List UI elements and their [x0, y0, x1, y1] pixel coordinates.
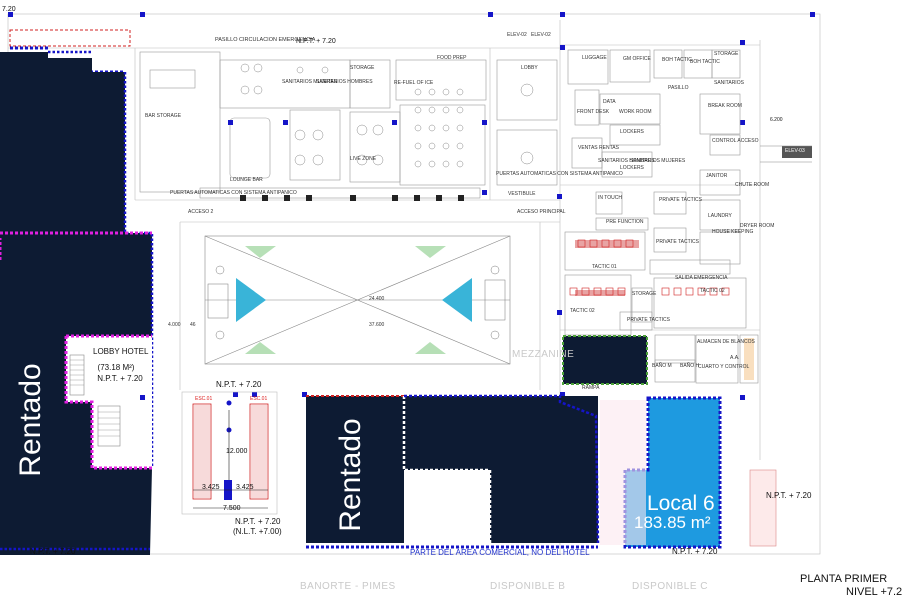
house-keeping: HOUSE KEEPING	[712, 229, 754, 235]
janitor: JANITOR	[706, 173, 728, 179]
dim-46: 46	[190, 322, 196, 328]
dryer-room: DRYER ROOM	[740, 223, 775, 229]
elev-03: ELEV-03	[785, 148, 805, 154]
cuarto: CUARTO Y CONTROL	[698, 364, 750, 370]
dim-12000: 12.000	[226, 448, 248, 455]
storage-r: STORAGE	[714, 51, 739, 57]
planta-subtitle: NIVEL +7.2	[846, 586, 903, 598]
puertas-left: PUERTAS AUTOMATICAS CON SISTEMA ANTIPANI…	[170, 190, 297, 196]
npt-right: N.P.T. + 7.20	[766, 491, 812, 500]
lockers-2: LOCKERS	[620, 165, 644, 171]
pre-function: PRE FUNCTION	[606, 219, 644, 225]
planta-title: PLANTA PRIMER	[800, 573, 888, 585]
bano-m: BAÑO M	[652, 363, 672, 369]
lockers: LOCKERS	[620, 129, 644, 135]
elev-02b: ELEV-02	[531, 32, 551, 38]
acceso-2: ACCESO 2	[188, 209, 214, 215]
rampa: RAMPA	[582, 385, 600, 391]
nlt: (N.L.T. +7.00)	[233, 527, 282, 536]
dim-3425b: 3.425	[236, 484, 254, 491]
data-room: DATA	[603, 99, 616, 105]
mezzanine-label: MEZZANINE	[512, 349, 575, 360]
npt-stairs: N.P.T. + 7.20	[216, 380, 262, 389]
esc-01a: ESC.01	[195, 396, 213, 402]
sanitarios-r: SANITARIOS	[714, 80, 744, 86]
re-fuel-label: RE-FUEL OF ICE	[394, 80, 434, 86]
lobby-hotel-npt: N.P.T. + 7.20	[97, 374, 143, 383]
san-mujeres-r: SANITARIOS MUJERES	[630, 158, 686, 164]
live-zone: LIVE ZONE	[350, 156, 377, 162]
front-desk: FRONT DESK	[577, 109, 610, 115]
acceso-principal: ACCESO PRINCIPAL	[517, 209, 566, 215]
npt-top-left: 7.20	[2, 6, 16, 13]
in-touch: IN TOUCH	[598, 195, 622, 201]
aa-label: A.A.	[730, 355, 740, 361]
puertas-right: PUERTAS AUTOMATICAS CON SISTEMA ANTIPANI…	[496, 171, 623, 177]
rentado-left-label: Rentado	[14, 363, 47, 477]
npt-local: N.P.T. + 7.20	[672, 547, 718, 556]
dim-3425a: 3.425	[202, 484, 220, 491]
dim-24: 24.400	[369, 296, 385, 302]
elev-02a: ELEV-02	[507, 32, 527, 38]
rentado-center-label: Rentado	[334, 418, 367, 532]
lounge-label: LOUNGE BAR	[230, 177, 263, 183]
luggage: LUGGAGE	[582, 55, 607, 61]
ventas-rentas: VENTAS RENTAS	[578, 145, 619, 151]
food-prep: FOOD PREP	[437, 55, 467, 61]
lobby-label: LOBBY	[521, 65, 538, 71]
break-room: BREAK ROOM	[708, 103, 742, 109]
esc-01b: ESC.01	[250, 396, 268, 402]
gm-office: GM OFFICE	[623, 56, 651, 62]
storage-m: STORAGE	[632, 291, 657, 297]
sanitarios-hombres: SANITARIOS HOMBRES	[316, 79, 373, 85]
vestibule: VESTIBULE	[508, 191, 536, 197]
tactic-3: TACTIC 02	[570, 308, 595, 314]
npt-bottom-stairs: N.P.T. + 7.20	[235, 517, 281, 526]
sanitarios-mujeres: SANITARIOS MUJERES	[282, 79, 338, 85]
dim-7500: 7.500	[223, 505, 241, 512]
below-banorte: BANORTE - PIMES	[300, 581, 396, 592]
pasillo-r: PASILLO	[668, 85, 689, 91]
bano-h: BAÑO H	[680, 363, 700, 369]
private-tactics-2: PRIVATE TACTICS	[656, 239, 699, 245]
almacen: ALMACEN DE BLANCOS	[697, 339, 755, 345]
parte-label: PARTE DEL ÁREA COMERCIAL, NO DEL HOTEL	[410, 548, 590, 557]
lobby-hotel-area: (73.18 M²)	[97, 363, 135, 372]
tactic-1: TACTIC 01	[592, 264, 617, 270]
private-tactics: PRIVATE TACTICS	[659, 197, 702, 203]
tactic-2: TACTIC 02	[700, 288, 725, 294]
chute-room: CHUTE ROOM	[735, 182, 770, 188]
local-6-area: 183.85 m²	[634, 513, 711, 532]
salida: SALIDA EMERGENCIA	[675, 275, 728, 281]
storage-label: STORAGE	[350, 65, 375, 71]
pasillo-label: PASILLO CIRCULACION EMERGENCIA	[215, 37, 316, 43]
npt-top: N.P.T. + 7.20	[296, 38, 336, 45]
san-hombres-r: SANITARIOS HOMBRES	[598, 158, 655, 164]
boh-tactic: BOH TACTIC	[662, 57, 692, 63]
work-room: WORK ROOM	[619, 109, 652, 115]
control-acceso: CONTROL ACCESO	[712, 138, 759, 144]
below-disponible-b: DISPONIBLE B	[490, 581, 566, 592]
local-6-title: Local 6	[647, 492, 715, 515]
private-tactics-3: PRIVATE TACTICS	[627, 317, 670, 323]
dim-6200: 6.200	[770, 117, 783, 123]
boh-tactic-2: BOH TACTIC	[690, 59, 720, 65]
atrium-triangle-left	[236, 278, 266, 322]
lobby-hotel-title: LOBBY HOTEL	[93, 347, 149, 356]
npt-bottom-left: N.P.T. + 7.20	[30, 547, 76, 556]
atrium-triangle-right	[442, 278, 472, 322]
dim-37: 37.600	[369, 322, 385, 328]
mezzanine-void	[563, 336, 647, 384]
below-disponible-c: DISPONIBLE C	[632, 581, 709, 592]
lobby-hotel-room	[66, 336, 152, 468]
dim-4: 4.000	[168, 322, 181, 328]
laundry: LAUNDRY	[708, 213, 732, 219]
bar-label: BAR STORAGE	[145, 113, 182, 119]
